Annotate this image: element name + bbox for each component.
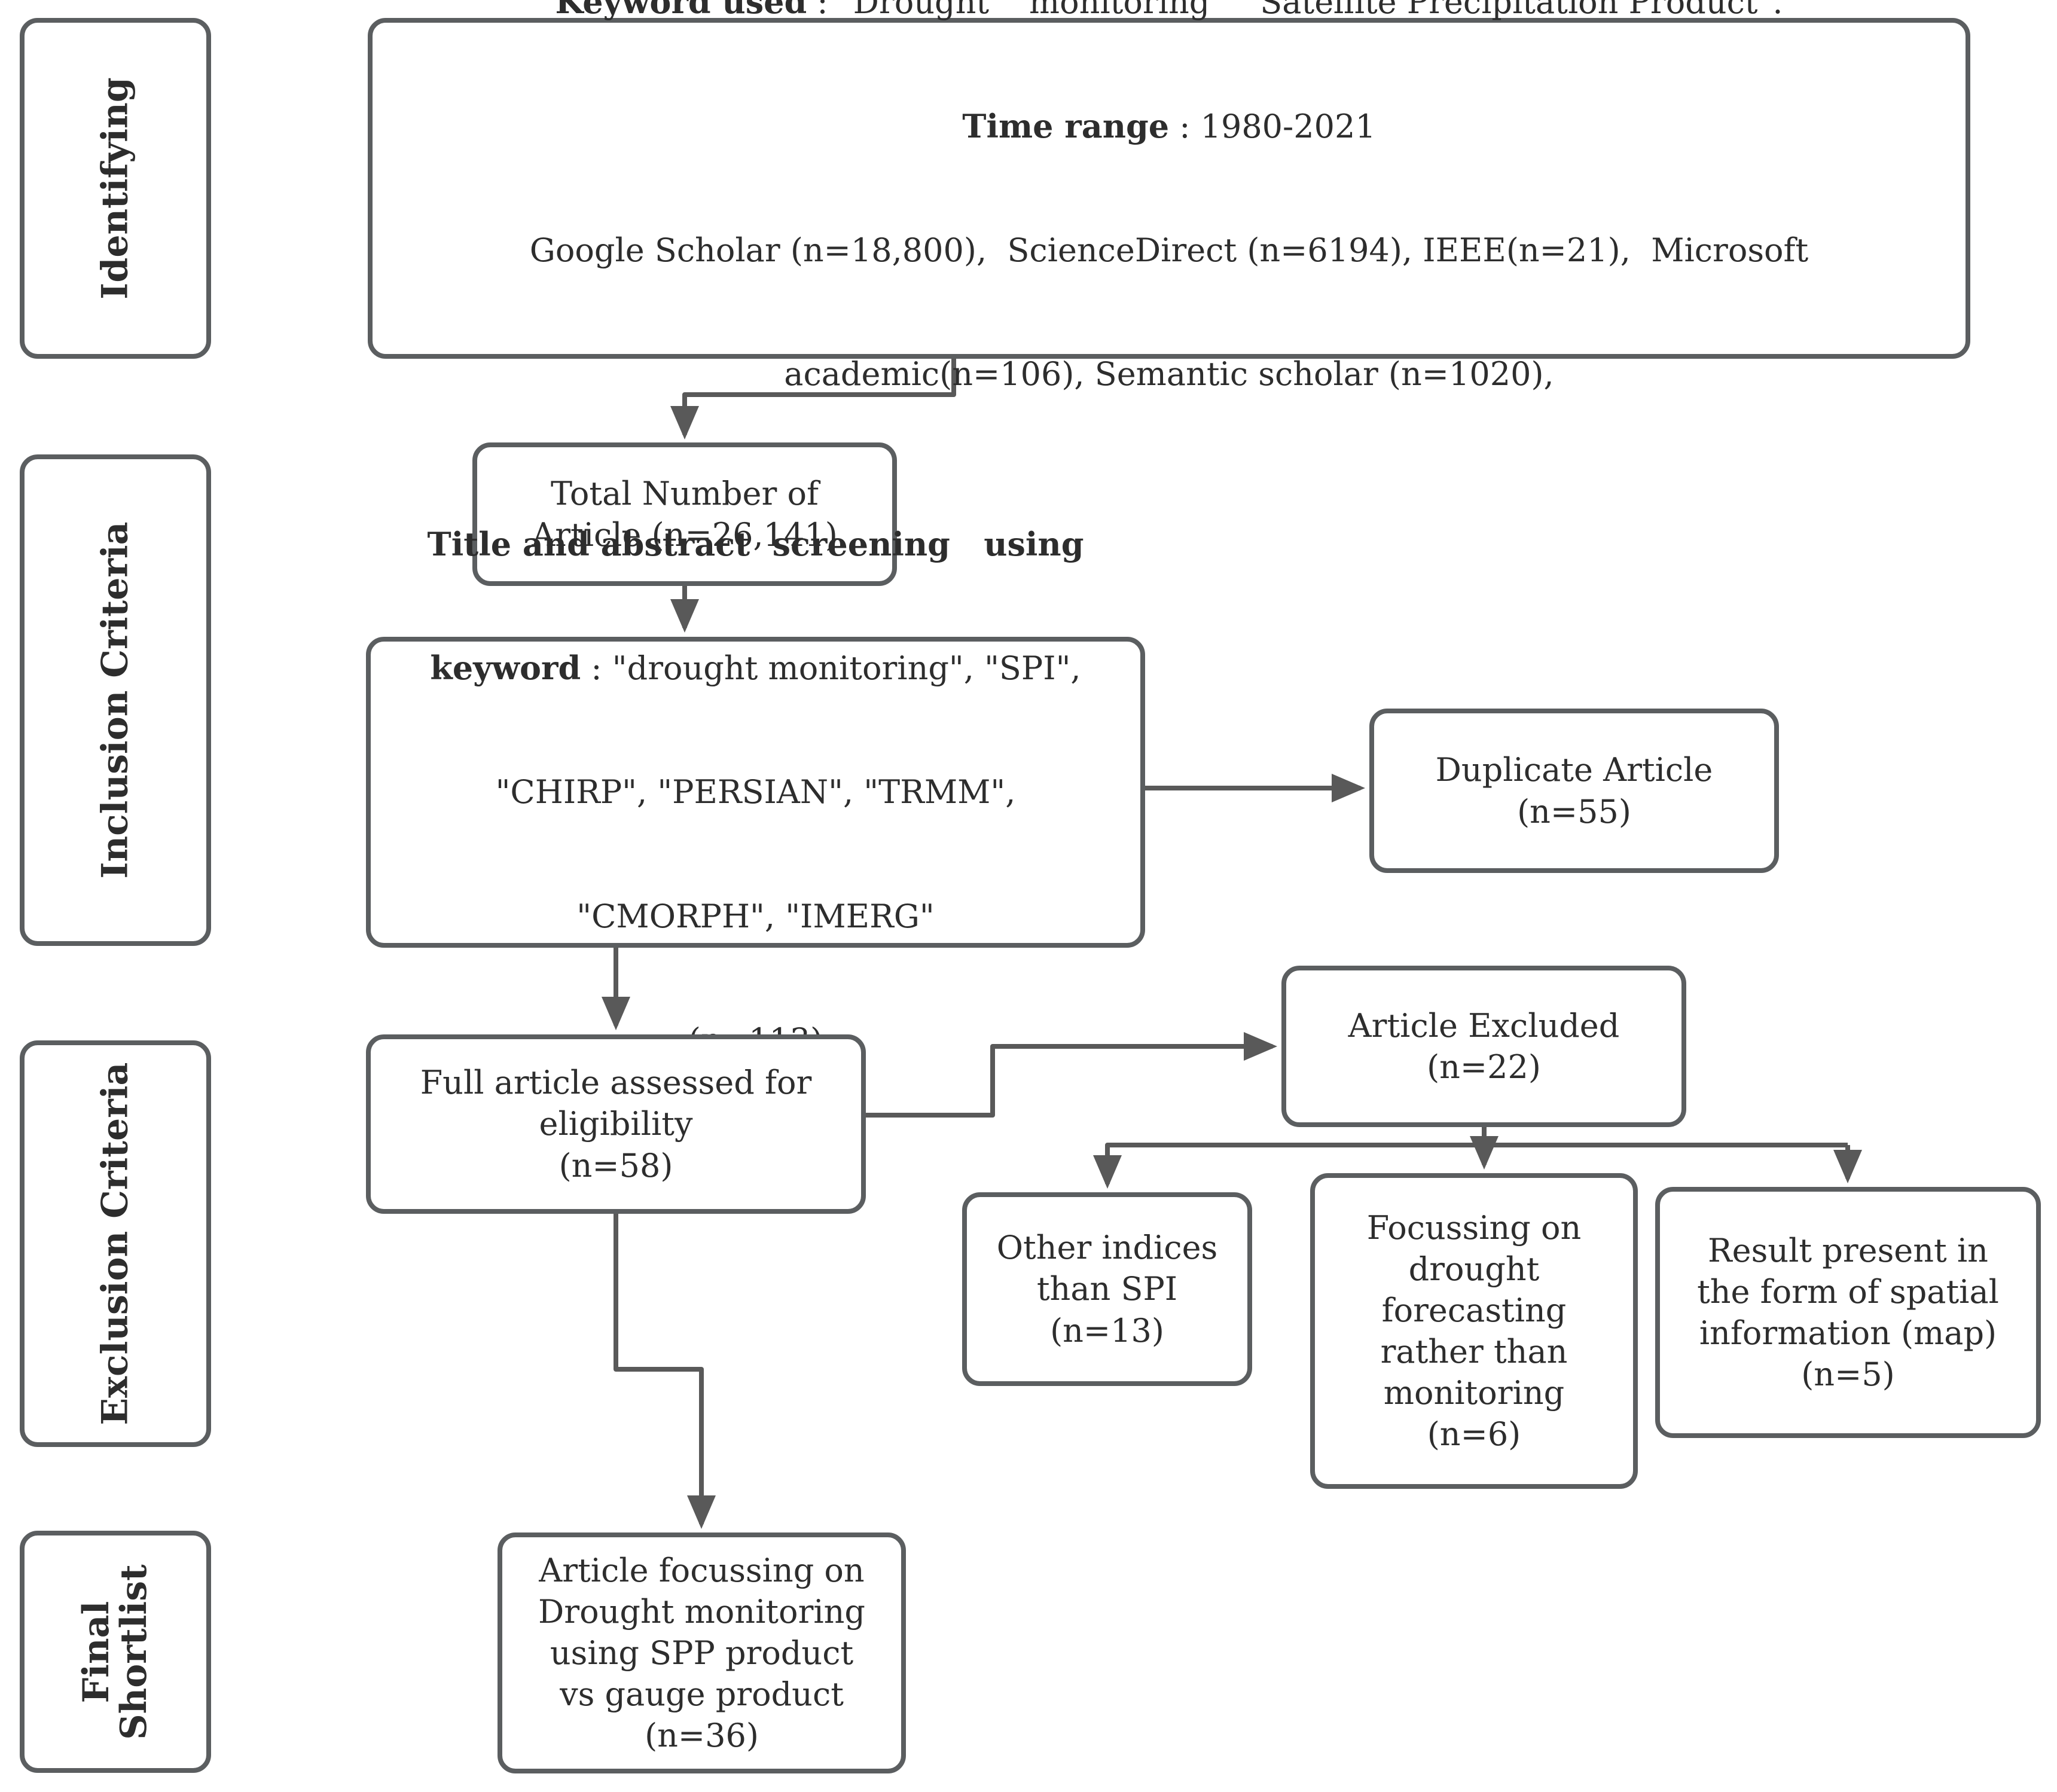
node-duplicate-articles: Duplicate Article (n=55) <box>1369 709 1779 873</box>
search-line-2-bold: Time range <box>962 106 1170 145</box>
search-line-1-bold: Keyword used <box>555 0 807 22</box>
search-line-4: academic(n=106), Semantic scholar (n=102… <box>784 355 1554 393</box>
node-full-article-eligibility: Full article assessed for eligibility (n… <box>366 1034 866 1214</box>
node-articles-excluded-text: Article Excluded (n=22) <box>1348 1006 1620 1086</box>
node-other-indices-text: Other indices than SPI (n=13) <box>996 1229 1218 1350</box>
node-final-shortlist-articles: Article focussing on Drought monitoring … <box>498 1532 906 1773</box>
stage-exclusion-criteria: Exclusion Criteria <box>20 1040 211 1447</box>
node-total-articles-text: Total Number of Article (n=26,141) <box>532 474 838 554</box>
stage-final-shortlist: Final Shortlist <box>20 1531 211 1773</box>
screening-line-2-bold: keyword <box>430 649 581 688</box>
node-total-articles: Total Number of Article (n=26,141) <box>472 442 897 586</box>
stage-inclusion-criteria-label: Inclusion Criteria <box>94 521 136 879</box>
node-drought-forecasting: Focussing on drought forecasting rather … <box>1310 1173 1638 1489</box>
screening-line-1-bold: Title and abstract screening using <box>427 524 1084 563</box>
search-line-3: Google Scholar (n=18,800), ScienceDirect… <box>529 231 1809 270</box>
node-spatial-information-text: Result present in the form of spatial in… <box>1697 1231 1999 1394</box>
node-other-indices: Other indices than SPI (n=13) <box>962 1192 1252 1386</box>
node-final-shortlist-articles-text: Article focussing on Drought monitoring … <box>538 1551 865 1755</box>
screening-line-2-rest: : "drought monitoring", "SPI", <box>581 649 1081 688</box>
screening-line-4: "CMORPH", "IMERG" <box>576 897 935 935</box>
screening-line-2: keyword : "drought monitoring", "SPI", <box>371 648 1140 689</box>
arrow-search-to-total <box>670 359 956 439</box>
stage-exclusion-criteria-label: Exclusion Criteria <box>94 1062 136 1425</box>
stage-identifying: Identifying <box>20 18 211 359</box>
stage-inclusion-criteria: Inclusion Criteria <box>20 454 211 946</box>
node-duplicate-articles-text: Duplicate Article (n=55) <box>1435 751 1713 831</box>
arrow-split-to-other-indices <box>1093 1143 1848 1189</box>
node-drought-forecasting-text: Focussing on drought forecasting rather … <box>1366 1208 1582 1454</box>
node-spatial-information: Result present in the form of spatial in… <box>1655 1187 2041 1438</box>
search-line-2-rest: : 1980-2021 <box>1169 107 1376 145</box>
arrow-full-to-final <box>614 1214 716 1529</box>
node-articles-excluded: Article Excluded (n=22) <box>1281 966 1686 1127</box>
search-line-1: Keyword used : "Drought" "monitoring" "S… <box>373 0 1966 23</box>
node-keyword-search-text: Keyword used : "Drought" "monitoring" "S… <box>373 0 1966 478</box>
screening-line-1: Title and abstract screening using <box>371 524 1140 565</box>
node-title-abstract-screening: Title and abstract screening using keywo… <box>366 525 1145 1059</box>
node-full-article-eligibility-text: Full article assessed for eligibility (n… <box>420 1064 812 1185</box>
stage-final-shortlist-label: Final Shortlist <box>75 1564 155 1740</box>
stage-identifying-label: Identifying <box>94 77 136 300</box>
arrow-full-to-excluded <box>866 1032 1277 1118</box>
search-line-1-rest: : "Drought" "monitoring" "Satellite Prec… <box>807 0 1783 22</box>
search-line-2: Time range : 1980-2021 <box>373 106 1966 147</box>
screening-line-3: "CHIRP", "PERSIAN", "TRMM", <box>495 773 1016 811</box>
node-keyword-search: Keyword used : "Drought" "monitoring" "S… <box>368 0 1970 393</box>
